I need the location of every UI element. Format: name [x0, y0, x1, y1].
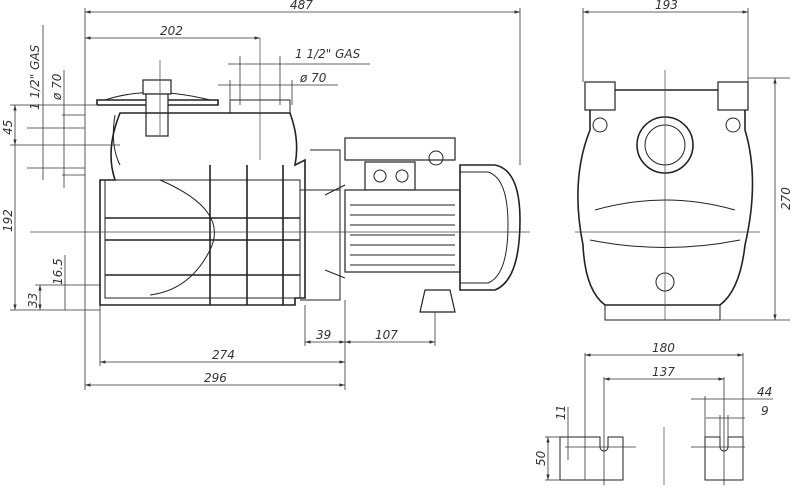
dim-motor-foot-length: 107 [375, 328, 398, 342]
motor [324, 137, 521, 313]
dim-motor-foot-offset: 39 [316, 328, 331, 342]
dim-pump-length-2: 296 [204, 371, 227, 385]
dim-overall-length: 487 [290, 0, 313, 12]
dim-inlet-to-outlet: 202 [160, 24, 183, 38]
dim-total-height-axis: 192 [1, 209, 15, 232]
dim-foot-width: 44 [757, 385, 772, 399]
dim-outlet-thread: 1 1/2" GAS [295, 47, 361, 61]
base-view: 180 137 44 9 11 50 [534, 341, 773, 485]
dim-inlet-thread: 1 1/2" GAS [28, 44, 42, 110]
dim-hole-spacing: 137 [652, 365, 675, 379]
basket-grid [104, 149, 341, 305]
dim-slot-width: 9 [761, 404, 769, 418]
dim-base-width: 180 [652, 341, 675, 355]
dim-outlet-diameter: ø 70 [299, 71, 327, 85]
dim-foot-height: 50 [534, 450, 548, 466]
dim-inlet-diameter: ø 70 [50, 73, 64, 101]
strainer-housing [96, 79, 306, 306]
dim-front-height: 270 [779, 187, 793, 210]
dim-slot-depth: 11 [554, 405, 568, 420]
dim-front-width: 193 [655, 0, 678, 12]
dim-foot-offset: 16.5 [51, 258, 65, 285]
dim-base-height: 33 [26, 293, 40, 308]
front-view: 193 270 [575, 0, 793, 321]
side-view: 487 202 1 1/2" GAS ø 70 1 1/2" GAS ø 70 … [1, 0, 530, 390]
dim-pump-length-1: 274 [212, 348, 235, 362]
dim-inlet-height: 45 [1, 120, 15, 135]
